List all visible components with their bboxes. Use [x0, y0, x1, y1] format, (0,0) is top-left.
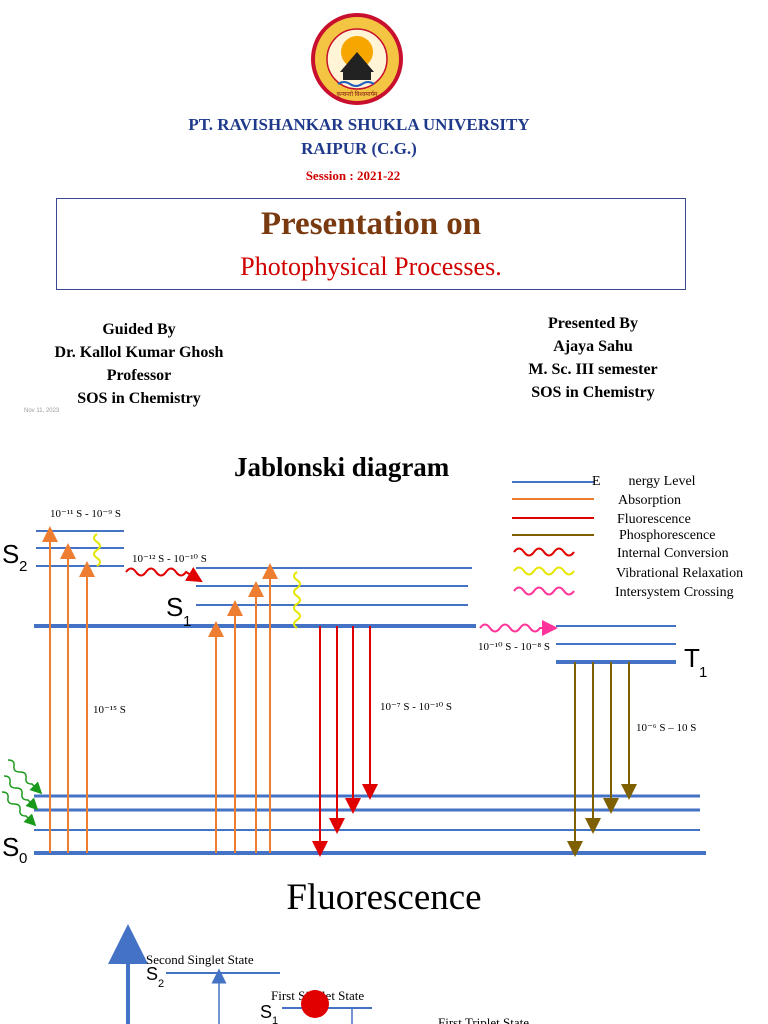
jablonski-title: Jablonski diagram	[234, 452, 450, 482]
legend-label-absorption: Absorption	[618, 493, 681, 508]
phosphorescence-arrows	[567, 662, 637, 857]
timescale-fluorescence: 10⁻⁷ S - 10⁻¹⁰ S	[380, 701, 452, 713]
legend-label-internal-conversion: Internal Conversion	[617, 546, 729, 561]
timescale-intersystem-crossing: 10⁻¹⁰ S - 10⁻⁸ S	[478, 641, 550, 653]
state-label-t1-sub: 1	[699, 664, 707, 681]
title-box	[56, 198, 686, 290]
intersystem-crossing-wave	[479, 620, 558, 636]
timescale-phosphorescence: 10⁻⁶ S – 10 S	[636, 722, 696, 734]
state-label-s1: S	[166, 592, 183, 622]
state-label-s2-sub: 2	[19, 558, 27, 575]
guided-by-block: Guided By Dr. Kallol Kumar Ghosh Profess…	[24, 318, 254, 410]
electron-dot	[301, 990, 329, 1018]
state-label-s0: S	[2, 832, 19, 862]
timescale-internal-conversion: 10⁻¹² S - 10⁻¹⁰ S	[132, 553, 207, 565]
presenter-dept: SOS in Chemistry	[531, 384, 655, 401]
state-label-s1-sub: 1	[183, 613, 191, 630]
legend-label-energy-level: E nergy Level	[592, 474, 696, 489]
vibrational-relaxation-s2	[93, 533, 101, 567]
legend-label-fluorescence: Fluorescence	[617, 512, 691, 527]
vibrational-relaxation-s1	[293, 571, 301, 629]
fl-s1-label: S	[260, 1002, 272, 1022]
legend-swatch-internal-conversion	[513, 547, 575, 557]
legend-swatch-intersystem-crossing	[513, 586, 575, 596]
fl-s1-sub: 1	[272, 1015, 278, 1024]
first-triplet-label: First Triplet State	[438, 1015, 529, 1024]
incoming-light-wave-2	[3, 775, 39, 811]
legend: E nergy Level Absorption Fluorescence Ph…	[512, 474, 743, 600]
guide-role: Professor	[106, 367, 172, 384]
presented-by-block: Presented By Ajaya Sahu M. Sc. III semes…	[478, 312, 708, 404]
fluorescence-arrows	[312, 626, 378, 857]
fl-s2-sub: 2	[158, 978, 164, 990]
second-singlet-label: Second Singlet State	[146, 952, 254, 967]
presented-by-heading: Presented By	[548, 315, 638, 332]
timescale-absorption: 10⁻¹⁵ S	[93, 704, 126, 716]
legend-label-phosphorescence: Phosphorescence	[619, 528, 715, 543]
fluorescence-title: Fluorescence	[286, 877, 482, 918]
legend-swatch-vibrational-relaxation	[513, 566, 575, 576]
internal-conversion-wave	[125, 567, 203, 583]
absorption-arrows	[42, 526, 278, 853]
university-city: RAIPUR (C.G.)	[301, 139, 417, 158]
guide-name: Dr. Kallol Kumar Ghosh	[54, 344, 224, 361]
session-label: Session : 2021-22	[305, 168, 401, 183]
date-stamp: Nov 11, 2023	[24, 408, 60, 414]
university-name: PT. RAVISHANKAR SHUKLA UNIVERSITY	[188, 115, 530, 134]
guided-by-heading: Guided By	[102, 321, 176, 338]
presenter-course: M. Sc. III semester	[528, 361, 658, 378]
state-label-s0-sub: 0	[19, 850, 27, 867]
incoming-light-wave-1	[7, 759, 43, 795]
legend-label-intersystem-crossing: Intersystem Crossing	[615, 585, 734, 600]
presenter-name: Ajaya Sahu	[553, 338, 633, 355]
incoming-light-wave-3	[1, 791, 37, 827]
state-label-s2: S	[2, 539, 19, 569]
guide-dept: SOS in Chemistry	[77, 390, 201, 407]
presentation-title: Presentation on	[260, 206, 482, 242]
fl-s2-label: S	[146, 964, 158, 984]
state-label-t1: T	[684, 643, 700, 673]
legend-label-vibrational-relaxation: Vibrational Relaxation	[616, 566, 743, 581]
timescale-vibrational-relaxation: 10⁻¹¹ S - 10⁻⁹ S	[50, 508, 121, 520]
presentation-subtitle: Photophysical Processes.	[240, 252, 502, 281]
